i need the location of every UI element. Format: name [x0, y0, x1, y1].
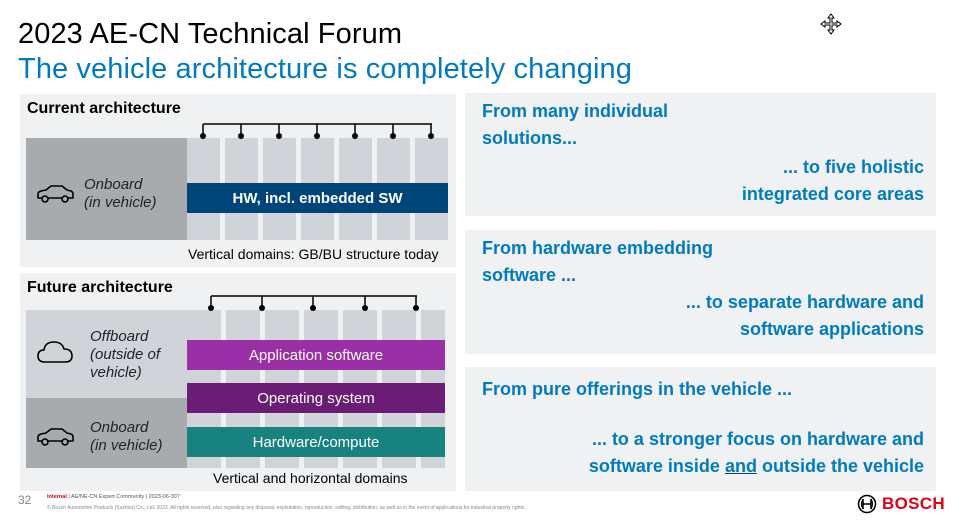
- car-icon: [37, 428, 74, 446]
- bosch-wordmark: BOSCH: [882, 494, 945, 513]
- current-architecture-panel: Current architecture Onboard (in vehicle…: [20, 94, 456, 267]
- onboard-block: [26, 138, 187, 240]
- footer-info: Internal | AE/NE-CN Expert Community | 2…: [47, 494, 180, 500]
- hw-embedded-sw-bar: HW, incl. embedded SW: [187, 183, 448, 213]
- statement-box-3: From pure offerings in the vehicle ... .…: [465, 367, 936, 491]
- statement-from: From pure offerings in the vehicle ...: [482, 379, 793, 399]
- cloud-icon: [37, 341, 73, 363]
- hardware-compute-bar: Hardware/compute: [187, 427, 445, 457]
- page-subtitle: The vehicle architecture is completely c…: [18, 53, 633, 85]
- page-title: 2023 AE-CN Technical Forum: [18, 18, 403, 50]
- offboard-label: Offboard (outside of vehicle): [90, 328, 161, 381]
- future-architecture-title: Future architecture: [27, 279, 173, 296]
- offboard-block: [26, 310, 187, 398]
- future-architecture-panel: Future architecture Offboard (outside of…: [20, 273, 456, 491]
- current-architecture-caption: Vertical domains: GB/BU structure today: [188, 246, 439, 262]
- onboard-block: [26, 398, 187, 468]
- domain-connector: [200, 123, 434, 139]
- statement-from: From hardware embedding software ...: [482, 238, 714, 285]
- statement-from: From many individual solutions...: [482, 101, 669, 148]
- car-icon: [37, 185, 74, 203]
- statement-box-1: From many individual solutions... ... to…: [465, 93, 936, 216]
- footer-copyright: © Bosch Automotive Products (Suzhou) Co.…: [47, 505, 526, 511]
- future-architecture-caption: Vertical and horizontal domains: [213, 470, 408, 486]
- statement-to: ... to five holistic integrated core are…: [741, 157, 924, 204]
- bosch-logo: BOSCH: [857, 494, 945, 514]
- application-software-bar: Application software: [187, 340, 445, 370]
- onboard-label: Onboard (in vehicle): [90, 419, 163, 454]
- domain-connector: [208, 295, 419, 311]
- current-architecture-title: Current architecture: [27, 100, 181, 117]
- statement-box-2: From hardware embedding software ... ...…: [465, 230, 936, 354]
- page-number: 32: [18, 493, 32, 507]
- onboard-label: Onboard (in vehicle): [84, 176, 157, 211]
- statement-to: ... to separate hardware and software ap…: [685, 292, 924, 339]
- statement-to: ... to a stronger focus on hardware and …: [588, 429, 924, 476]
- move-cursor-icon[interactable]: [820, 13, 842, 35]
- bosch-logo-icon: [857, 494, 877, 514]
- operating-system-bar: Operating system: [187, 383, 445, 413]
- emphasis-and: and: [724, 456, 757, 476]
